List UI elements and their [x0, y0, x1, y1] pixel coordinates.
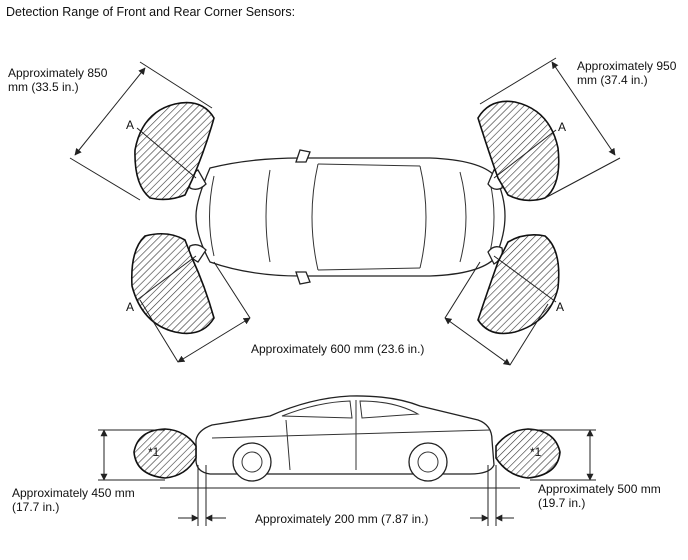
top-view-car	[188, 149, 506, 285]
diagram-title: Detection Range of Front and Rear Corner…	[6, 5, 296, 19]
side-detection-zones	[133, 428, 561, 479]
zone-rear-right	[477, 234, 560, 335]
note-marker-front: *1	[148, 445, 160, 459]
zone-front-left	[134, 101, 215, 201]
front-height-label-line1: Approximately 450 mm	[12, 486, 135, 500]
front-range-label-line2: mm (33.5 in.)	[8, 80, 79, 94]
marker-a-rear-left: A	[558, 120, 567, 134]
marker-a-front-left: A	[126, 118, 135, 132]
zone-rear-left	[477, 100, 560, 202]
side-bottom-range-label: Approximately 200 mm (7.87 in.)	[255, 512, 429, 526]
rear-height-label-line2: (19.7 in.)	[538, 496, 586, 510]
top-dimension-lines	[69, 57, 621, 366]
marker-a-front-right: A	[126, 300, 135, 314]
front-range-label-line1: Approximately 850	[8, 66, 108, 80]
note-marker-rear: *1	[530, 445, 542, 459]
zone-front-right	[130, 232, 215, 335]
front-height-label-line2: (17.7 in.)	[12, 500, 60, 514]
marker-a-rear-right: A	[556, 300, 565, 314]
top-detection-zones	[130, 100, 560, 335]
side-view-car	[195, 395, 495, 482]
zone-side-rear	[495, 428, 561, 479]
rear-range-label-line2: mm (37.4 in.)	[577, 73, 648, 87]
zone-side-front	[133, 428, 197, 479]
side-dimension-lines	[98, 429, 596, 526]
bottom-range-label: Approximately 600 mm (23.6 in.)	[251, 342, 425, 356]
rear-height-label-line1: Approximately 500 mm	[538, 482, 661, 496]
rear-range-label-line1: Approximately 950	[577, 59, 677, 73]
